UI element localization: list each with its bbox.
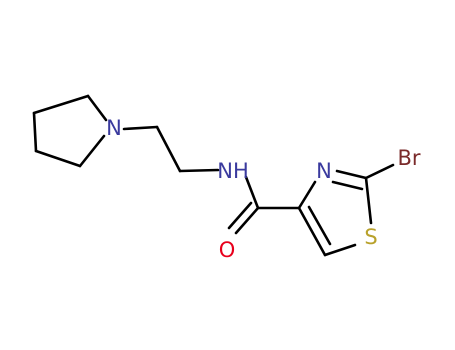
bond-ch2-ch2: [155, 125, 182, 173]
bond-ring-4: [78, 134, 106, 168]
bond-ch2-nh: [178, 168, 220, 173]
bond-c5-c4-a: [297, 206, 327, 257]
pyrrolidine-ring: [32, 94, 108, 168]
bond-c4-n3: [297, 180, 317, 210]
thiazole-ring: [297, 163, 395, 257]
bond-co-double-b: [227, 201, 253, 230]
bond-nh-carbonyl: [244, 175, 260, 210]
bond-ring-3: [34, 149, 82, 168]
atom-o-carbonyl: O: [219, 238, 236, 262]
bond-n3-c2-a: [335, 169, 368, 180]
bond-ring-1: [32, 94, 90, 115]
atom-n-pyrrolidine: N: [106, 116, 122, 140]
bond-co-double-a: [234, 206, 260, 235]
atom-br: Br: [397, 146, 420, 170]
atom-s-thiazole: S: [364, 225, 377, 249]
bond-n3-c2-b: [331, 180, 364, 191]
bond-s1-c5: [323, 243, 357, 257]
amide-group: [227, 175, 301, 235]
atom-nh-amide: NH: [217, 159, 249, 183]
bond-n-ch2: [122, 125, 159, 131]
bond-ring-2: [32, 111, 38, 153]
bond-c2-s1: [364, 176, 373, 225]
bond-c2-br: [364, 163, 395, 180]
bond-ring-5: [86, 94, 108, 122]
ethyl-linker: [122, 125, 220, 173]
bond-c5-c4-b: [307, 205, 332, 246]
atom-n-thiazole: N: [316, 159, 332, 183]
